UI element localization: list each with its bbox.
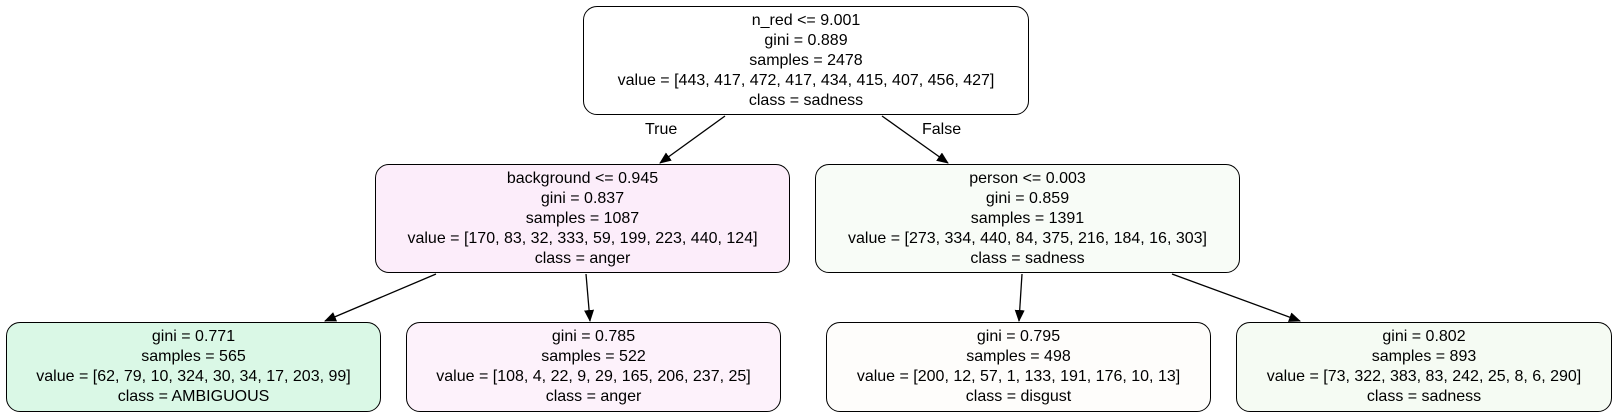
node-value: value = [73, 322, 383, 83, 242, 25, 8, 6… <box>1266 368 1582 385</box>
node-split-rule: background <= 0.945 <box>506 169 659 187</box>
node-class: class = disgust <box>965 388 1072 405</box>
node-split-rule: person <= 0.003 <box>969 169 1086 187</box>
node-class: class = AMBIGUOUS <box>117 388 270 405</box>
node-gini: gini = 0.771 <box>151 328 236 345</box>
node-gini: gini = 0.802 <box>1382 328 1466 345</box>
node-class: class = anger <box>534 249 631 267</box>
node-value: value = [108, 4, 22, 9, 29, 165, 206, 23… <box>436 368 751 385</box>
node-class: class = sadness <box>748 91 864 109</box>
node-class: class = sadness <box>970 249 1085 267</box>
edge-root-right <box>881 115 949 164</box>
node-gini: gini = 0.859 <box>985 189 1070 207</box>
tree-leaf-left-right: gini = 0.785 samples = 522 value = [108,… <box>406 322 781 412</box>
tree-node-left: background <= 0.945 gini = 0.837 samples… <box>375 164 790 273</box>
node-value: value = [200, 12, 57, 1, 133, 191, 176, … <box>856 368 1181 385</box>
node-value: value = [62, 79, 10, 324, 30, 34, 17, 20… <box>36 368 351 385</box>
edge-label-false: False <box>922 121 962 138</box>
node-gini: gini = 0.795 <box>976 328 1061 345</box>
edge-right-rr <box>1171 273 1301 322</box>
tree-node-root: n_red <= 9.001 gini = 0.889 samples = 24… <box>583 6 1029 115</box>
node-value: value = [443, 417, 472, 417, 434, 415, 4… <box>617 71 995 89</box>
node-gini: gini = 0.785 <box>551 328 636 345</box>
tree-node-right: person <= 0.003 gini = 0.859 samples = 1… <box>815 164 1240 273</box>
edge-left-lr <box>584 273 595 322</box>
edge-left-ll <box>324 273 437 322</box>
node-samples: samples = 565 <box>141 348 246 365</box>
node-value: value = [273, 334, 440, 84, 375, 216, 18… <box>848 229 1207 247</box>
edge-root-left <box>659 115 726 164</box>
edge-right-rl <box>1014 273 1025 322</box>
node-value: value = [170, 83, 32, 333, 59, 199, 223,… <box>407 229 758 247</box>
node-gini: gini = 0.889 <box>764 31 848 49</box>
node-samples: samples = 498 <box>966 348 1071 365</box>
node-gini: gini = 0.837 <box>540 189 625 207</box>
node-class: class = anger <box>545 388 642 405</box>
node-samples: samples = 1087 <box>525 209 640 227</box>
node-samples: samples = 522 <box>541 348 646 365</box>
tree-leaf-right-left: gini = 0.795 samples = 498 value = [200,… <box>826 322 1211 412</box>
node-split-rule: n_red <= 9.001 <box>751 11 861 29</box>
node-samples: samples = 2478 <box>749 51 863 69</box>
node-class: class = sadness <box>1366 388 1482 405</box>
node-samples: samples = 893 <box>1371 348 1477 365</box>
tree-leaf-left-left: gini = 0.771 samples = 565 value = [62, … <box>6 322 381 412</box>
node-samples: samples = 1391 <box>970 209 1085 227</box>
edge-label-true: True <box>645 121 678 138</box>
tree-leaf-right-right: gini = 0.802 samples = 893 value = [73, … <box>1236 322 1612 412</box>
